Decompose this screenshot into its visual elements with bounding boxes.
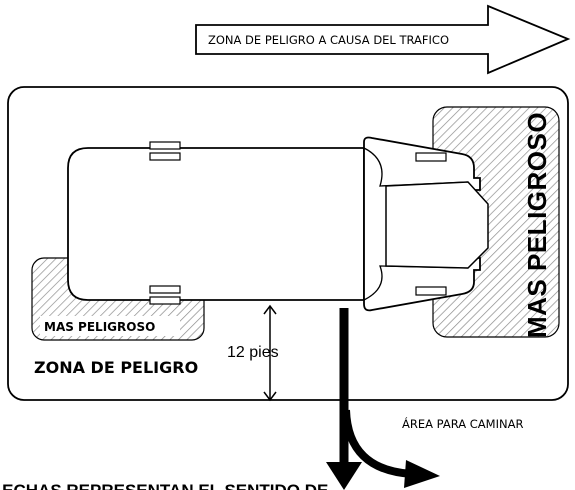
distance-dimension: 12 pies — [227, 304, 279, 402]
traffic-arrow: ZONA DE PELIGRO A CAUSA DEL TRAFICO — [195, 4, 571, 75]
traffic-arrow-label: ZONA DE PELIGRO A CAUSA DEL TRAFICO — [208, 33, 449, 47]
most-dangerous-side-label: MAS PELIGROSO — [44, 320, 155, 334]
walking-area-label: ÁREA PARA CAMINAR — [402, 416, 523, 431]
school-bus — [67, 136, 489, 312]
walking-path-arrow — [326, 308, 440, 490]
bottom-caption: ...ECHAS REPRESENTAN EL SENTIDO DE... — [0, 481, 343, 490]
most-dangerous-front-label: MAS PELIGROSO — [522, 112, 552, 338]
danger-zone-label: ZONA DE PELIGRO — [34, 358, 198, 377]
distance-label: 12 pies — [227, 344, 279, 361]
